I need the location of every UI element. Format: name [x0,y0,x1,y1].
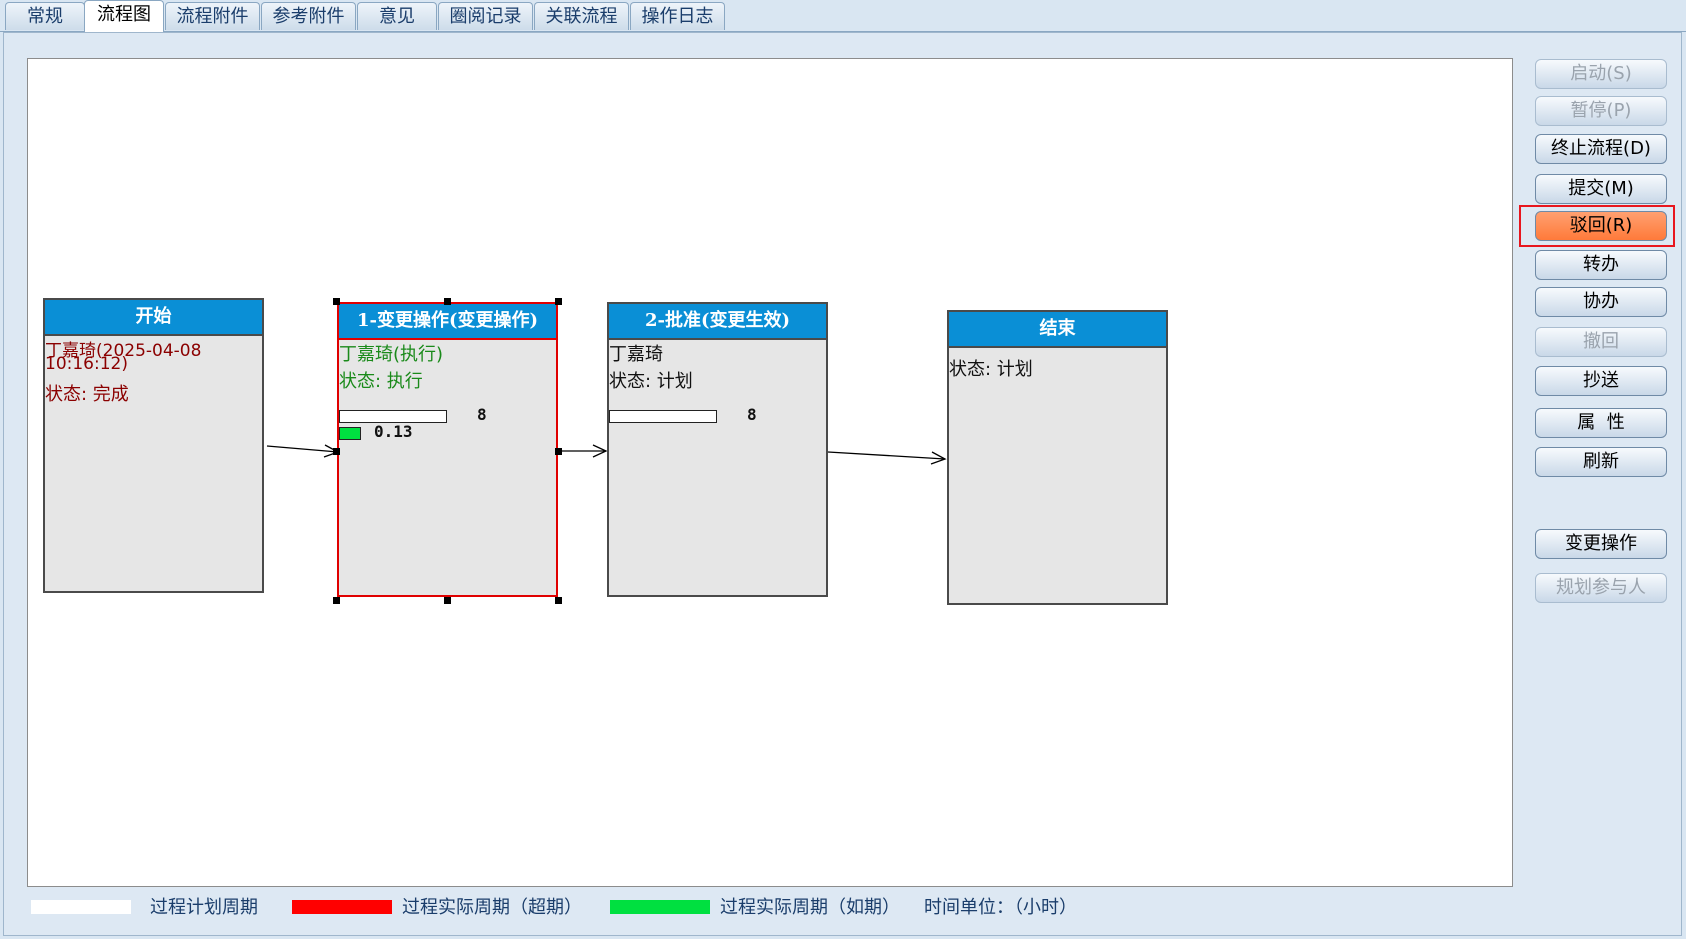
node-step2-title: 2-批准(变更生效) [609,304,826,340]
tab-opinions[interactable]: 意见 [357,2,437,30]
node-step1[interactable]: 1-变更操作(变更操作) 丁嘉琦(执行) 状态: 执行 8 0.13 [337,302,558,597]
selection-handle[interactable] [555,448,562,455]
start-button[interactable]: 启动(S) [1535,59,1667,89]
tab-related-processes[interactable]: 关联流程 [534,2,629,30]
node-step2-status: 状态: 计划 [609,371,693,392]
node-step1-assignee: 丁嘉琦(执行) [339,344,444,365]
legend-time-unit: 时间单位：（小时） [924,897,1077,918]
node-step1-plan-bar [339,410,447,423]
tab-operation-log[interactable]: 操作日志 [630,2,725,30]
node-step2[interactable]: 2-批准(变更生效) 丁嘉琦 状态: 计划 8 [607,302,828,597]
submit-button[interactable]: 提交(M) [1535,174,1667,204]
selection-handle[interactable] [333,298,340,305]
legend-plan-label: 过程计划周期 [150,897,258,918]
node-step1-status: 状态: 执行 [339,371,423,392]
node-end[interactable]: 结束 状态: 计划 [947,310,1168,605]
change-operation-button[interactable]: 变更操作 [1535,529,1667,559]
legend-ontime-swatch [610,900,710,914]
properties-button[interactable]: 属 性 [1535,408,1667,438]
tab-process-attachments[interactable]: 流程附件 [165,2,260,30]
tab-review-records[interactable]: 圈阅记录 [438,2,533,30]
flow-canvas[interactable]: 开始 丁嘉琦(2025-04-08 10:16:12) 状态: 完成 1-变更操… [27,58,1513,887]
arrow-step1-to-step2 [557,444,608,458]
node-step1-actual-value: 0.13 [374,422,413,441]
legend-overdue-label: 过程实际周期（超期） [402,897,582,918]
node-step1-plan-value: 8 [477,405,487,424]
legend-overdue-swatch [292,900,392,914]
refresh-button[interactable]: 刷新 [1535,447,1667,477]
selection-handle[interactable] [555,597,562,604]
legend-ontime-label: 过程实际周期（如期） [720,897,900,918]
node-step1-title: 1-变更操作(变更操作) [339,304,556,340]
node-end-status: 状态: 计划 [949,359,1033,380]
copy-send-button[interactable]: 抄送 [1535,366,1667,396]
tab-flowchart[interactable]: 流程图 [84,0,164,32]
node-step2-plan-value: 8 [747,405,757,424]
selection-handle[interactable] [333,597,340,604]
transfer-button[interactable]: 转办 [1535,250,1667,280]
node-start[interactable]: 开始 丁嘉琦(2025-04-08 10:16:12) 状态: 完成 [43,298,264,593]
assist-button[interactable]: 协办 [1535,287,1667,317]
tab-bar: 常规 流程图 流程附件 参考附件 意见 圈阅记录 关联流程 操作日志 [0,0,1686,32]
node-start-timestamp: 10:16:12) [45,354,128,374]
pause-button[interactable]: 暂停(P) [1535,96,1667,126]
terminate-process-button[interactable]: 终止流程(D) [1535,134,1667,164]
selection-handle[interactable] [444,597,451,604]
arrow-start-to-step1 [266,444,340,458]
tab-reference-attachments[interactable]: 参考附件 [261,2,356,30]
node-start-title: 开始 [45,300,262,336]
node-start-assignee: 丁嘉琦(2025-04-08 [45,341,202,361]
selection-handle[interactable] [333,448,340,455]
selection-handle[interactable] [555,298,562,305]
legend-plan-swatch [31,900,131,914]
withdraw-button[interactable]: 撤回 [1535,327,1667,357]
node-end-title: 结束 [949,312,1166,348]
plan-participants-button[interactable]: 规划参与人 [1535,573,1667,603]
reject-button[interactable]: 驳回(R) [1535,211,1667,241]
tab-general[interactable]: 常规 [5,2,85,30]
reject-highlight-frame [1519,205,1675,247]
tab-divider [0,31,1686,32]
node-step2-plan-bar [609,410,717,423]
node-step1-actual-bar [339,427,361,440]
arrow-step2-to-end [827,451,947,465]
node-step2-assignee: 丁嘉琦 [609,344,663,365]
node-start-status: 状态: 完成 [45,384,129,405]
selection-handle[interactable] [444,298,451,305]
